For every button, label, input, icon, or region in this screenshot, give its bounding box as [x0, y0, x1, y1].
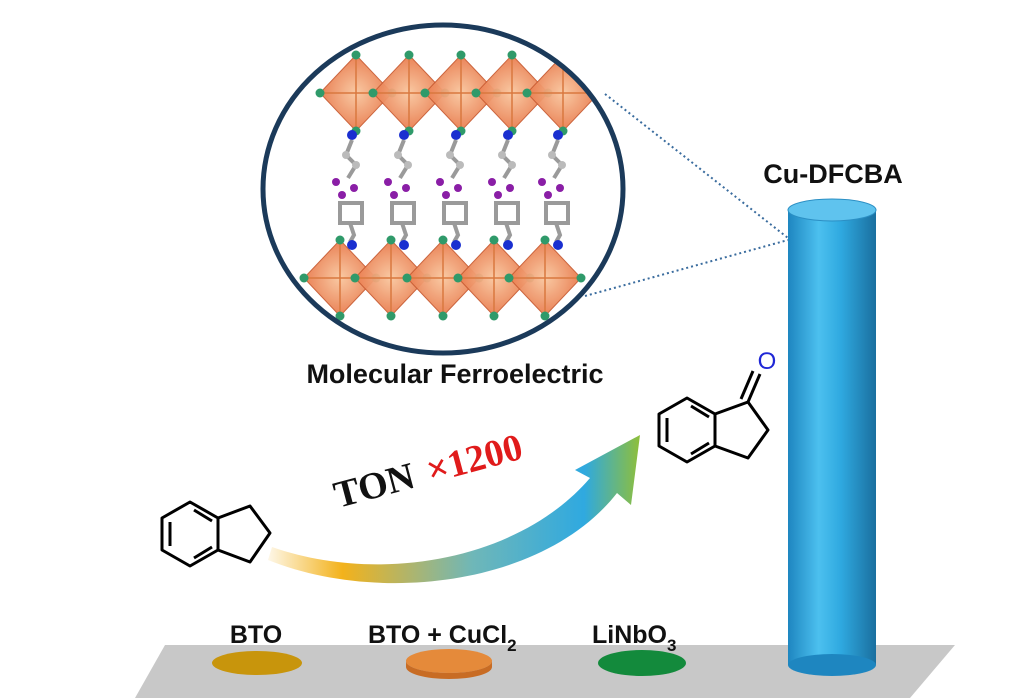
bottom-layer-atom	[489, 311, 499, 321]
bto-label: BTO	[230, 621, 282, 649]
top-layer-atom	[351, 50, 361, 60]
structure-caption: Molecular Ferroelectric	[306, 359, 603, 389]
bto-cucl2-sample-disc	[406, 649, 492, 673]
bottom-layer-atom	[504, 273, 514, 283]
nitrogen-atom	[451, 240, 461, 250]
bottom-layer-atom	[540, 311, 550, 321]
crystal-structure-border	[260, 22, 626, 356]
fluorine-atom	[338, 191, 346, 199]
top-layer-atom	[368, 88, 378, 98]
cu-dfcba-pillar-body	[788, 210, 876, 665]
fluorine-atom	[402, 184, 410, 192]
fluorine-atom	[494, 191, 502, 199]
bottom-layer-atom	[386, 311, 396, 321]
nitrogen-atom	[553, 130, 563, 140]
nitrogen-atom	[347, 130, 357, 140]
base-platform	[135, 645, 955, 698]
bottom-layer-atom	[540, 235, 550, 245]
cu-dfcba-pillar-top	[787, 198, 877, 222]
top-layer-atom	[522, 88, 532, 98]
bottom-layer-atom	[453, 273, 463, 283]
nitrogen-atom	[553, 240, 563, 250]
ton-label: TON×1200	[329, 426, 527, 517]
bottom-layer-atom	[576, 273, 586, 283]
fluorine-atom	[488, 178, 496, 186]
bottom-layer-atom	[386, 235, 396, 245]
bottom-layer-atom	[438, 235, 448, 245]
bottom-layer-atom	[402, 273, 412, 283]
cu-dfcba-label: Cu-DFCBA	[763, 159, 902, 189]
top-layer-atom	[594, 88, 604, 98]
cu-dfcba-pillar-bottom	[788, 654, 876, 676]
bottom-layer-atom	[350, 273, 360, 283]
reaction-arrow	[268, 435, 640, 584]
top-layer-atom	[471, 88, 481, 98]
bto-cucl2-disc-edge	[406, 661, 492, 679]
bottom-layer-atom	[335, 235, 345, 245]
fluorine-atom	[454, 184, 462, 192]
linbo3-label: LiNbO3	[592, 621, 676, 655]
ligand-chain	[447, 139, 463, 180]
top-layer-atom	[507, 50, 517, 60]
top-layer-atom	[420, 88, 430, 98]
indanone-molecule	[657, 370, 770, 464]
top-layer-atom	[315, 88, 325, 98]
fluorine-atom	[350, 184, 358, 192]
fluorine-atom	[390, 191, 398, 199]
ligand-chain	[343, 139, 359, 180]
top-layer-atom	[404, 50, 414, 60]
linbo3-sample-disc	[598, 650, 686, 676]
top-layer-atom	[456, 50, 466, 60]
zoom-line-top	[604, 93, 789, 239]
ligand-chain	[499, 139, 515, 180]
bottom-layer-atom	[438, 311, 448, 321]
zoom-line-bottom	[584, 239, 789, 297]
nitrogen-atom	[503, 130, 513, 140]
top-layer-atom	[558, 50, 568, 60]
fluorine-atom	[442, 191, 450, 199]
fluorine-atom	[544, 191, 552, 199]
fluorine-atom	[556, 184, 564, 192]
fluorine-atom	[384, 178, 392, 186]
bto-cucl2-label: BTO + CuCl2	[368, 621, 517, 655]
bottom-layer-atom	[489, 235, 499, 245]
indane-molecule	[160, 500, 272, 568]
carbonyl-oxygen-label: O	[758, 348, 777, 375]
bottom-layer-atom	[335, 311, 345, 321]
crystal-structure-inset	[263, 25, 623, 353]
nitrogen-atom	[451, 130, 461, 140]
nitrogen-atom	[399, 240, 409, 250]
ligand-chain	[395, 139, 411, 180]
bto-sample-disc	[212, 651, 302, 675]
bottom-layer-atom	[299, 273, 309, 283]
fluorine-atom	[436, 178, 444, 186]
fluorine-atom	[332, 178, 340, 186]
fluorine-atom	[506, 184, 514, 192]
nitrogen-atom	[503, 240, 513, 250]
fluorine-atom	[538, 178, 546, 186]
nitrogen-atom	[347, 240, 357, 250]
ligand-chain	[549, 139, 565, 180]
nitrogen-atom	[399, 130, 409, 140]
